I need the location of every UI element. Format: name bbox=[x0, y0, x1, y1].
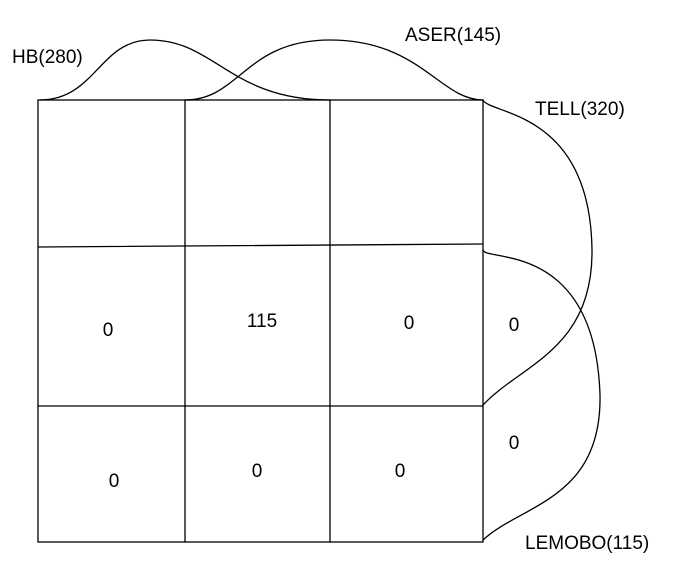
lemobo-set-arc bbox=[482, 249, 601, 541]
tell-label: TELL(320) bbox=[535, 99, 625, 120]
cell-r3-c3: 0 bbox=[395, 461, 406, 482]
cell-r2-c1: 0 bbox=[103, 320, 114, 341]
hb-label: HB(280) bbox=[12, 47, 83, 68]
outside-r2-value: 0 bbox=[509, 315, 520, 336]
hb-set-arc bbox=[39, 39, 331, 101]
cell-r2-c3: 0 bbox=[404, 313, 415, 334]
cell-r3-c2: 0 bbox=[252, 461, 263, 482]
cell-r2-c2: 115 bbox=[247, 311, 277, 332]
aser-label: ASER(145) bbox=[405, 25, 501, 46]
outside-r3-value: 0 bbox=[509, 433, 520, 454]
tell-set-arc bbox=[482, 99, 593, 406]
aser-set-arc bbox=[184, 39, 484, 101]
lemobo-label: LEMOBO(115) bbox=[525, 533, 649, 554]
cell-r3-c1: 0 bbox=[109, 471, 120, 492]
grid-divider-row-1 bbox=[37, 243, 484, 248]
grid-frame bbox=[37, 99, 484, 543]
